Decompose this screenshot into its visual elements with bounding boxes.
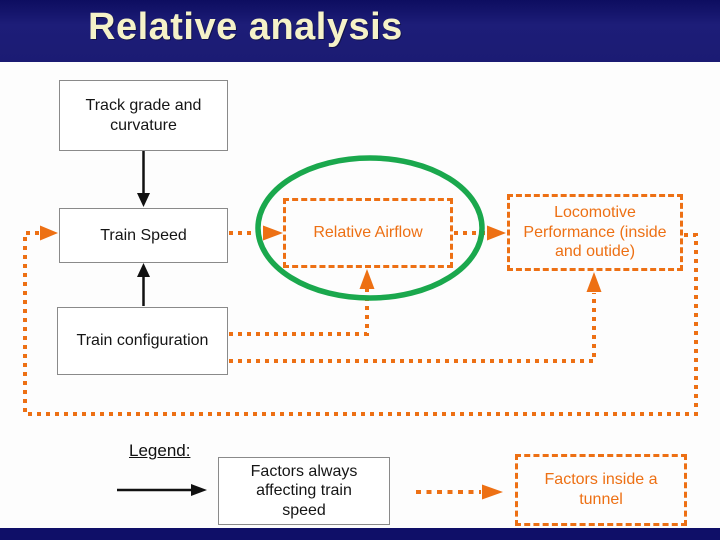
node-track-grade-label: Track grade and curvature (85, 96, 202, 134)
node-locomotive-performance: Locomotive Performance (inside and outid… (507, 194, 683, 271)
slide-header: Relative analysis (0, 0, 720, 62)
node-train-speed-label: Train Speed (100, 226, 187, 244)
arrow-trainconfig-to-trainspeed (137, 263, 150, 306)
node-relative-airflow-label: Relative Airflow (313, 224, 423, 242)
node-train-speed: Train Speed (59, 208, 228, 263)
arrow-trainconfig-to-locomotive (229, 272, 602, 363)
legend-box-factors-tunnel-label: Factors inside a tunnel (544, 471, 658, 508)
node-train-configuration-label: Train configuration (76, 332, 209, 350)
legend-dotted-arrow (416, 484, 503, 500)
legend-solid-arrow (117, 484, 207, 496)
slide-title: Relative analysis (88, 6, 403, 48)
legend-box-factors-tunnel: Factors inside a tunnel (515, 454, 687, 526)
node-relative-airflow: Relative Airflow (283, 198, 453, 268)
node-locomotive-performance-label: Locomotive Performance (inside and outid… (523, 204, 667, 261)
arrow-trainconfig-to-airflow (229, 269, 375, 336)
arrow-airflow-to-locomotive (454, 225, 506, 241)
legend-box-factors-always-label: Factors always affecting train speed (250, 462, 358, 519)
legend-box-factors-always: Factors always affecting train speed (218, 457, 390, 525)
node-track-grade: Track grade and curvature (59, 80, 228, 151)
node-train-configuration: Train configuration (57, 307, 228, 375)
arrow-trainspeed-to-airflow (229, 225, 283, 241)
slide-footer-bar (0, 528, 720, 540)
legend-title: Legend: (129, 441, 191, 460)
arrow-trackgrade-to-trainspeed (137, 151, 150, 207)
